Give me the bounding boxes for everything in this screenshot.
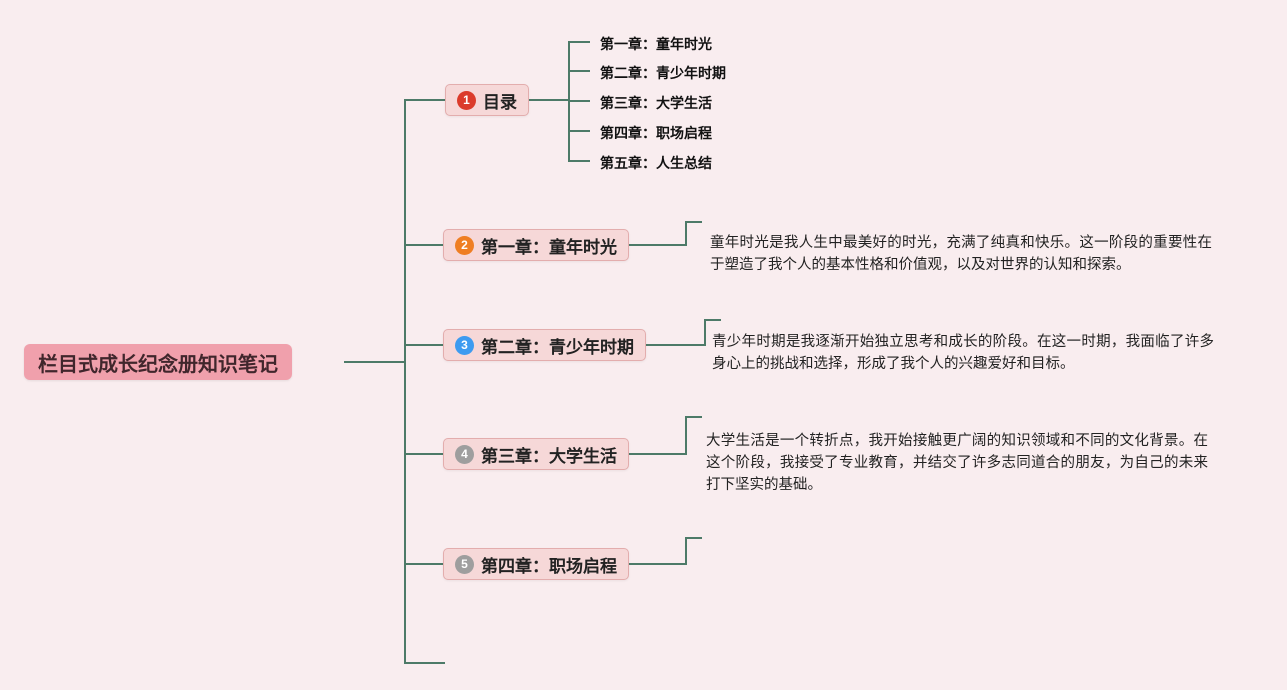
badge-2: 2 (455, 235, 474, 255)
root-label: 栏目式成长纪念册知识笔记 (38, 353, 278, 376)
branch-label-chapter-4: 第四章：职场启程 (481, 556, 617, 576)
connector-note-2 (600, 244, 687, 246)
spine-line (404, 99, 406, 664)
branch-label-toc: 目录 (483, 92, 517, 112)
note-chapter-2[interactable]: 青少年时期是我逐渐开始独立思考和成长的阶段。在这一时期，我面临了许多身心上的挑战… (712, 334, 1214, 372)
connector-root-spine (344, 361, 406, 363)
toc-child-4[interactable]: 第四章：职场启程 (600, 125, 712, 141)
toc-child-1[interactable]: 第一章：童年时光 (600, 36, 712, 52)
bracket-note-5 (685, 537, 687, 565)
connector-note-5 (600, 563, 687, 565)
connector-note-3 (620, 344, 706, 346)
branch-label-chapter-3: 第三章：大学生活 (481, 446, 617, 466)
bracket-tick-note-3 (704, 319, 721, 321)
connector-toc-child-4 (568, 130, 590, 132)
connector-branch-5 (404, 563, 445, 565)
bracket-note-4 (685, 416, 687, 455)
connector-branch-2 (404, 244, 445, 246)
branch-node-chapter-3[interactable]: 4 第三章：大学生活 (443, 438, 629, 470)
branch-label-chapter-2: 第二章：青少年时期 (481, 337, 634, 357)
badge-5: 5 (455, 554, 474, 574)
branch-node-chapter-4[interactable]: 5 第四章：职场启程 (443, 548, 629, 580)
connector-branch-1 (404, 99, 445, 101)
badge-3: 3 (455, 335, 474, 355)
branch-node-chapter-2[interactable]: 3 第二章：青少年时期 (443, 329, 646, 361)
badge-1: 1 (457, 90, 476, 110)
badge-4: 4 (455, 444, 474, 464)
branch-node-chapter-1[interactable]: 2 第一章：童年时光 (443, 229, 629, 261)
toc-child-5[interactable]: 第五章：人生总结 (600, 155, 712, 171)
connector-toc-child-5 (568, 160, 590, 162)
connector-toc-trunk (500, 99, 570, 101)
toc-child-3[interactable]: 第三章：大学生活 (600, 95, 712, 111)
root-node[interactable]: 栏目式成长纪念册知识笔记 (24, 344, 292, 380)
bracket-tick-note-4 (685, 416, 702, 418)
note-chapter-1[interactable]: 童年时光是我人生中最美好的时光，充满了纯真和快乐。这一阶段的重要性在于塑造了我个… (710, 235, 1212, 273)
connector-branch-4 (404, 453, 445, 455)
branch-node-toc[interactable]: 1 目录 (445, 84, 529, 116)
connector-bottom-stub (404, 662, 445, 664)
connector-toc-child-2 (568, 70, 590, 72)
connector-toc-child-1 (568, 41, 590, 43)
bracket-tick-note-2 (685, 221, 702, 223)
toc-child-2[interactable]: 第二章：青少年时期 (600, 65, 726, 81)
bracket-tick-note-5 (685, 537, 702, 539)
bracket-note-2 (685, 221, 687, 246)
branch-label-chapter-1: 第一章：童年时光 (481, 237, 617, 257)
connector-toc-child-3 (568, 100, 590, 102)
connector-note-4 (600, 453, 687, 455)
connector-branch-3 (404, 344, 445, 346)
bracket-note-3 (704, 319, 706, 346)
note-chapter-3[interactable]: 大学生活是一个转折点，我开始接触更广阔的知识领域和不同的文化背景。在这个阶段，我… (706, 433, 1208, 493)
